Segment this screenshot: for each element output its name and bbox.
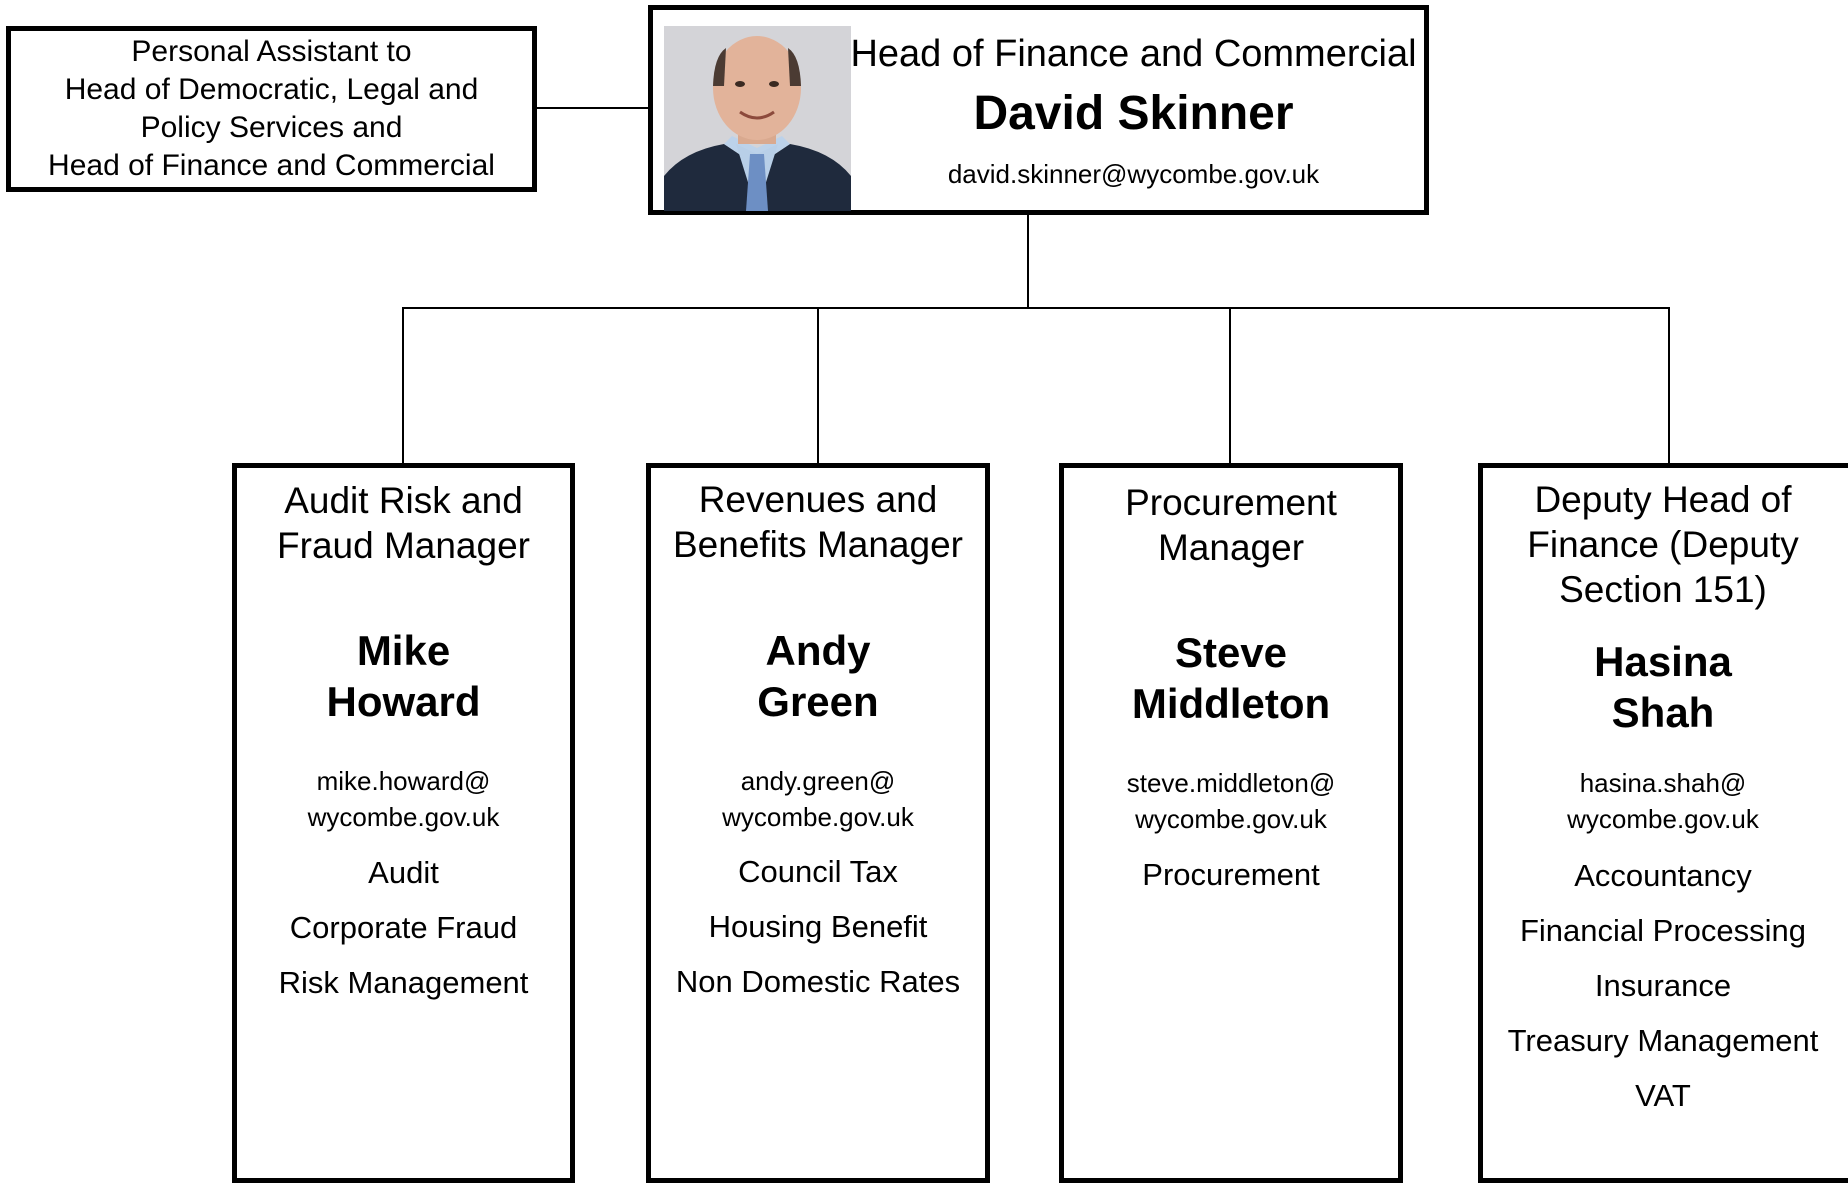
pa-box: Personal Assistant to Head of Democratic… — [6, 26, 537, 192]
name-line: Mike — [356, 627, 451, 674]
manager-name: Steve Middleton — [1064, 627, 1398, 729]
manager-services-list: Audit Corporate Fraud Risk Management — [237, 845, 570, 1010]
email-line: steve.middleton@ — [1126, 768, 1336, 798]
head-email: david.skinner@wycombe.gov.uk — [947, 159, 1320, 189]
manager-email: mike.howard@ wycombe.gov.uk — [237, 763, 570, 835]
name-line: Green — [757, 678, 879, 725]
email-line: wycombe.gov.uk — [307, 802, 500, 832]
manager-services-list: Council Tax Housing Benefit Non Domestic… — [651, 844, 985, 1009]
connector-line-deputy — [1668, 307, 1670, 463]
service-item: Accountancy — [1574, 858, 1752, 893]
role-line: Revenues and — [698, 479, 938, 520]
email-line: andy.green@ — [740, 766, 896, 796]
email-line: mike.howard@ — [316, 766, 491, 796]
head-down-connector-line — [1027, 215, 1029, 309]
connector-line-procurement — [1229, 307, 1231, 463]
email-line: wycombe.gov.uk — [1135, 804, 1327, 834]
email-line: wycombe.gov.uk — [722, 802, 914, 832]
manager-role-title: Audit Risk and Fraud Manager — [237, 478, 570, 568]
role-line: Audit Risk and — [284, 480, 523, 521]
service-item: Insurance — [1594, 968, 1732, 1003]
head-name: David Skinner — [973, 87, 1294, 140]
role-line: Finance (Deputy — [1527, 524, 1799, 565]
service-item: Procurement — [1142, 857, 1320, 892]
pa-title-line: Policy Services and — [140, 111, 403, 144]
role-line: Deputy Head of — [1534, 479, 1792, 520]
email-line: hasina.shah@ — [1579, 768, 1747, 798]
pa-title-line: Head of Finance and Commercial — [48, 149, 495, 182]
role-line: Manager — [1157, 527, 1305, 568]
service-item: VAT — [1635, 1078, 1691, 1113]
manager-role-title: Procurement Manager — [1064, 480, 1398, 570]
manager-role-title: Revenues and Benefits Manager — [651, 477, 985, 567]
service-item: Council Tax — [738, 854, 898, 889]
email-line: wycombe.gov.uk — [1567, 804, 1759, 834]
name-line: Andy — [765, 627, 871, 674]
service-item: Treasury Management — [1507, 1023, 1819, 1058]
manager-services-list: Accountancy Financial Processing Insuran… — [1483, 848, 1843, 1123]
manager-email: andy.green@ wycombe.gov.uk — [651, 763, 985, 835]
manager-box-deputy-head: Deputy Head of Finance (Deputy Section 1… — [1478, 463, 1848, 1183]
pa-title-line: Personal Assistant to — [131, 35, 412, 68]
name-line: Hasina — [1594, 638, 1732, 685]
service-item: Financial Processing — [1519, 913, 1807, 948]
manager-role-title: Deputy Head of Finance (Deputy Section 1… — [1483, 477, 1843, 612]
manager-name: Andy Green — [651, 625, 985, 727]
service-item: Non Domestic Rates — [675, 964, 961, 999]
head-role-title: Head of Finance and Commercial — [850, 33, 1417, 75]
manager-name: Mike Howard — [237, 625, 570, 727]
connector-line-audit — [402, 307, 404, 463]
manager-box-audit: Audit Risk and Fraud Manager Mike Howard… — [232, 463, 575, 1183]
service-item: Housing Benefit — [708, 909, 928, 944]
manager-name: Hasina Shah — [1483, 636, 1843, 738]
manager-email: steve.middleton@ wycombe.gov.uk — [1064, 765, 1398, 837]
name-line: Shah — [1611, 689, 1715, 736]
name-line: Steve — [1174, 629, 1288, 676]
managers-horizontal-connector-line — [402, 307, 1670, 309]
service-item: Corporate Fraud — [289, 910, 518, 945]
manager-email: hasina.shah@ wycombe.gov.uk — [1483, 765, 1843, 837]
pa-connector-line — [537, 107, 648, 109]
role-line: Fraud Manager — [277, 525, 530, 566]
head-portrait-photo — [664, 26, 851, 211]
service-item: Risk Management — [278, 965, 529, 1000]
manager-services-list: Procurement — [1064, 847, 1398, 902]
portrait-image — [664, 26, 851, 211]
name-line: Howard — [326, 678, 481, 725]
role-line: Section 151) — [1559, 569, 1767, 610]
name-line: Middleton — [1131, 680, 1331, 727]
role-line: Procurement — [1125, 482, 1337, 523]
head-box: Head of Finance and Commercial David Ski… — [648, 5, 1429, 215]
pa-title-line: Head of Democratic, Legal and — [64, 73, 479, 106]
role-line: Benefits Manager — [672, 524, 963, 565]
manager-box-procurement: Procurement Manager Steve Middleton stev… — [1059, 463, 1403, 1183]
manager-box-revenues: Revenues and Benefits Manager Andy Green… — [646, 463, 990, 1183]
connector-line-revenues — [817, 307, 819, 463]
service-item: Audit — [368, 855, 439, 890]
